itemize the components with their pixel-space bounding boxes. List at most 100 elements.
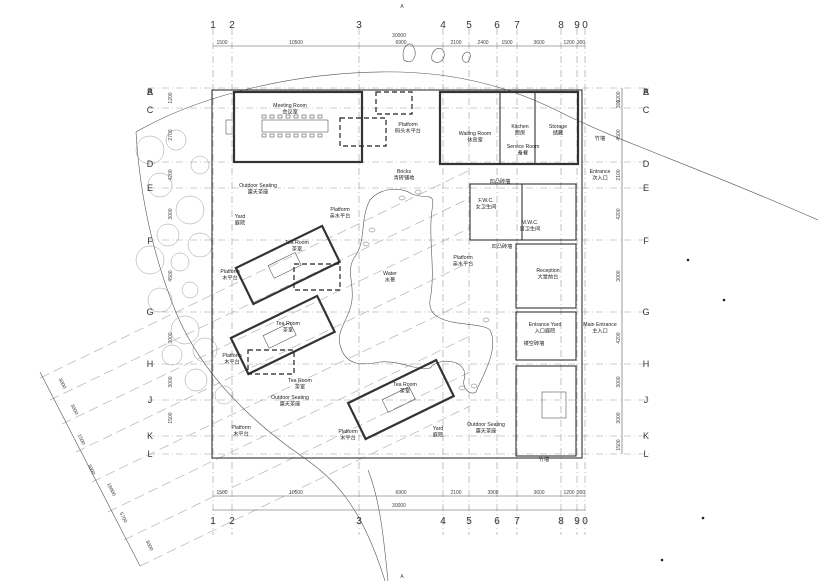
grid-row-J-right: J — [644, 395, 649, 405]
dim-bottom-segment: 6900 — [395, 490, 406, 496]
grid-row-C-right: C — [643, 105, 650, 115]
grid-row-A: A — [147, 87, 153, 97]
grid-col-2: 2 — [229, 20, 235, 31]
dim-right-segment: 3000 — [616, 270, 622, 281]
grid-row-G: G — [146, 307, 153, 317]
dim-bottom-segment: 10500 — [289, 490, 303, 496]
dim-diagonal-segment: 1500 — [76, 433, 86, 446]
grid-row-K-right: K — [643, 431, 649, 441]
dim-right-segment: 300 — [616, 100, 622, 109]
room-name-cn: 大堂前台 — [538, 273, 559, 281]
room-name-cn: 水景 — [385, 276, 395, 284]
grid-col-7: 7 — [514, 20, 520, 31]
grid-row-K: K — [147, 431, 153, 441]
grid-row-H-right: H — [643, 359, 650, 369]
grid-col-3: 3 — [356, 20, 362, 31]
room-name-en: Yard — [433, 426, 444, 432]
east-block-walls — [438, 90, 580, 166]
axis-mark-bottom: A — [400, 574, 404, 580]
dim-bottom-segment: 300 — [577, 490, 586, 496]
room-name-cn: 备餐 — [518, 149, 529, 157]
dim-diagonal-segment: 5700 — [118, 511, 128, 524]
grid-col-8: 8 — [558, 20, 564, 31]
grid-row-H: H — [147, 359, 154, 369]
room-label-hollow-wall: 镂空砖墙 — [524, 339, 545, 347]
room-name-cn: 露天茶座 — [280, 400, 301, 408]
room-name-cn: 会议室 — [282, 108, 298, 116]
room-name-cn: 休息室 — [467, 136, 483, 144]
dim-left-segment: 1200 — [168, 92, 174, 103]
room-name-cn: 木平台 — [222, 274, 238, 282]
room-name-cn: 庭院 — [433, 431, 444, 439]
dim-top-segment: 300 — [577, 40, 586, 46]
dim-top-segment: 3600 — [533, 40, 544, 46]
grid-col-0-bottom: 0 — [582, 516, 588, 527]
dim-right-segment: 3000 — [616, 412, 622, 423]
room-name-en: Platform — [220, 269, 239, 275]
dim-left-segment: 1500 — [168, 412, 174, 423]
dim-bottom-segment: 3600 — [533, 490, 544, 496]
dim-top-segment: 2400 — [477, 40, 488, 46]
dim-top-segment: 2100 — [450, 40, 461, 46]
dim-left-segment: 2700 — [168, 129, 174, 140]
room-name-cn: 镂空砖墙 — [524, 339, 545, 347]
room-name-cn: 茶室 — [292, 245, 302, 253]
room-name-en: Tea Room — [288, 378, 312, 384]
tea-room-pavilion — [346, 358, 456, 441]
rock — [431, 48, 445, 63]
room-name-en: Bricks — [397, 169, 412, 175]
dim-top-segment: 1200 — [563, 40, 574, 46]
grid-row-D-right: D — [643, 159, 650, 169]
grid-row-L-right: L — [643, 449, 648, 459]
room-name-en: Outdoor Seating — [271, 395, 309, 401]
grid-row-E-right: E — [643, 183, 649, 193]
dim-diagonal-segment: 3000 — [144, 539, 154, 552]
grid-row-C: C — [147, 105, 154, 115]
grid-row-L: L — [147, 449, 152, 459]
grid-col-4: 4 — [440, 20, 446, 31]
grid-col-7-bottom: 7 — [514, 516, 520, 527]
wc-block — [469, 183, 577, 241]
grid-col-1-bottom: 1 — [210, 516, 216, 527]
room-name-cn: 茶室 — [283, 326, 293, 334]
grid-row-D: D — [147, 159, 154, 169]
rock — [461, 51, 471, 63]
grid-col-8-bottom: 8 — [558, 516, 564, 527]
grid-col-6-bottom: 6 — [494, 516, 500, 527]
room-name-en: Platform — [222, 353, 241, 359]
room-name-en: Water — [383, 271, 397, 277]
dim-left-segment: 4200 — [168, 169, 174, 180]
tree-group — [135, 129, 234, 405]
room-name-en: Platform — [330, 207, 349, 213]
grid-col-2-bottom: 2 — [229, 516, 235, 527]
dim-diagonal-segment: 18000 — [105, 482, 117, 497]
room-label-concave-wall-1: 凹凸砖墙 — [490, 177, 511, 185]
room-name-cn: 竹墙 — [595, 134, 605, 142]
grid-col-6: 6 — [494, 20, 500, 31]
room-name-en: F.W.C. — [478, 198, 493, 204]
room-name-en: Storage — [549, 124, 567, 130]
room-label-concave-wall-2: 凹凸砖墙 — [492, 242, 513, 250]
dim-right-segment: 3000 — [616, 376, 622, 387]
grid-col-0: 0 — [582, 20, 588, 31]
room-name-cn: 木平台 — [233, 430, 249, 438]
grid-col-1: 1 — [210, 20, 216, 31]
room-name-en: Yard — [235, 214, 246, 220]
grid-col-4-bottom: 4 — [440, 516, 446, 527]
grid-row-J: J — [148, 395, 153, 405]
tea-room-pavilion — [229, 294, 337, 376]
dim-right-segment: 4200 — [616, 332, 622, 343]
grid-col-5-bottom: 5 — [466, 516, 472, 527]
room-name-cn: 木平台 — [224, 358, 240, 366]
